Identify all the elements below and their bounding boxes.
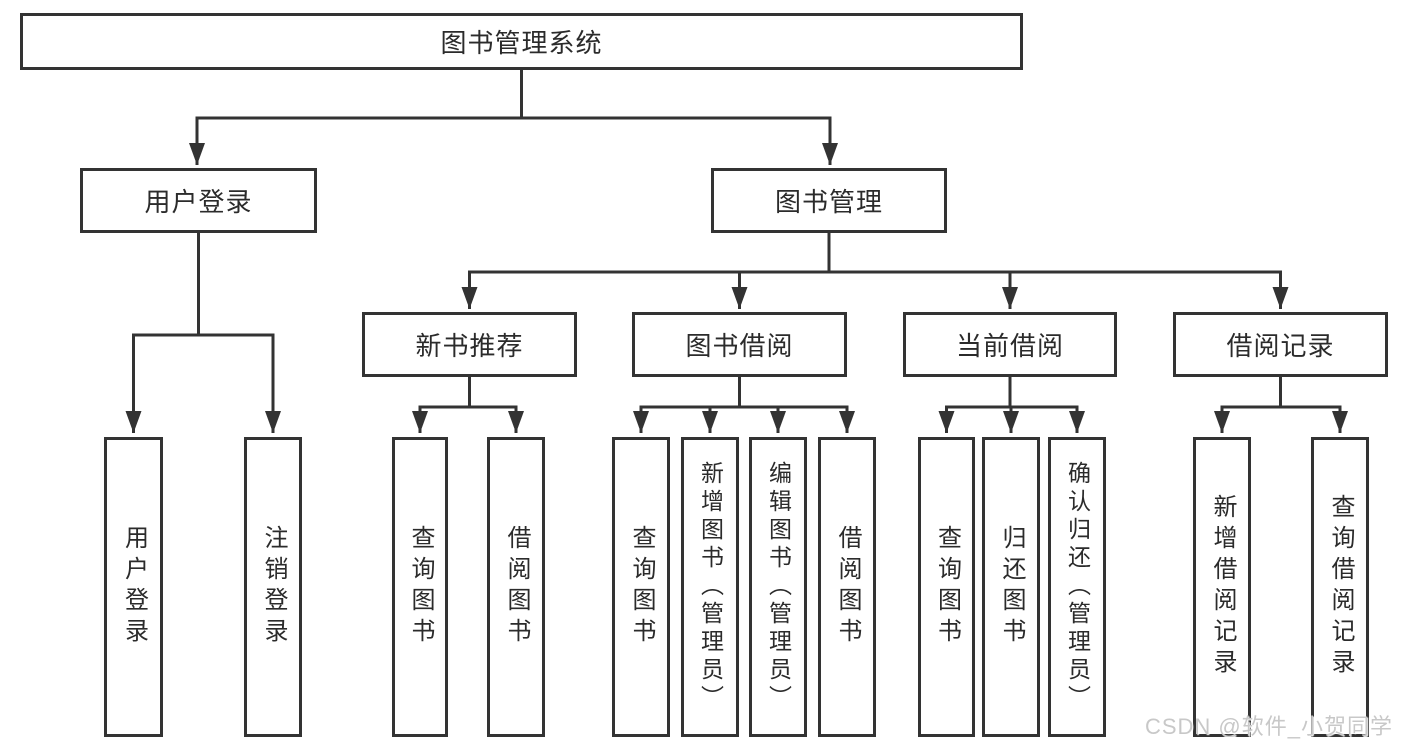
leaf-newbooks-query: 查询图书: [392, 437, 448, 737]
leaf-current-query: 查询图书: [918, 437, 975, 737]
node-root-title: 图书管理系统: [20, 13, 1023, 70]
leaf-user-login: 用户登录: [104, 437, 163, 737]
leaf-logout: 注销登录: [244, 437, 302, 737]
connector-borrow-records: [1214, 377, 1348, 433]
leaf-borrow-edit-admin: 编辑图书（管理员）: [749, 437, 807, 737]
node-new-books: 新书推荐: [362, 312, 577, 377]
leaf-borrow-add-admin: 新增图书（管理员）: [681, 437, 739, 737]
leaf-borrow-query: 查询图书: [612, 437, 670, 737]
node-borrow-records: 借阅记录: [1173, 312, 1388, 377]
connector-book-management: [461, 233, 1289, 309]
leaf-current-confirm-return-admin: 确认归还（管理员）: [1048, 437, 1106, 737]
watermark: CSDN @软件_小贺同学: [1144, 714, 1393, 739]
connector-current-borrow: [938, 377, 1085, 433]
connector-root: [189, 70, 838, 165]
node-current-borrow: 当前借阅: [903, 312, 1117, 377]
connector-new-books: [412, 377, 524, 433]
connector-user-login: [125, 233, 281, 433]
node-user-login-branch: 用户登录: [80, 168, 317, 233]
leaf-newbooks-borrow: 借阅图书: [487, 437, 545, 737]
leaf-records-query: 查询借阅记录: [1311, 437, 1369, 737]
leaf-borrow-borrow: 借阅图书: [818, 437, 876, 737]
leaf-current-return: 归还图书: [982, 437, 1040, 737]
node-book-management-branch: 图书管理: [711, 168, 947, 233]
leaf-records-add: 新增借阅记录: [1193, 437, 1251, 737]
connector-book-borrow: [633, 377, 855, 433]
node-book-borrow: 图书借阅: [632, 312, 847, 377]
